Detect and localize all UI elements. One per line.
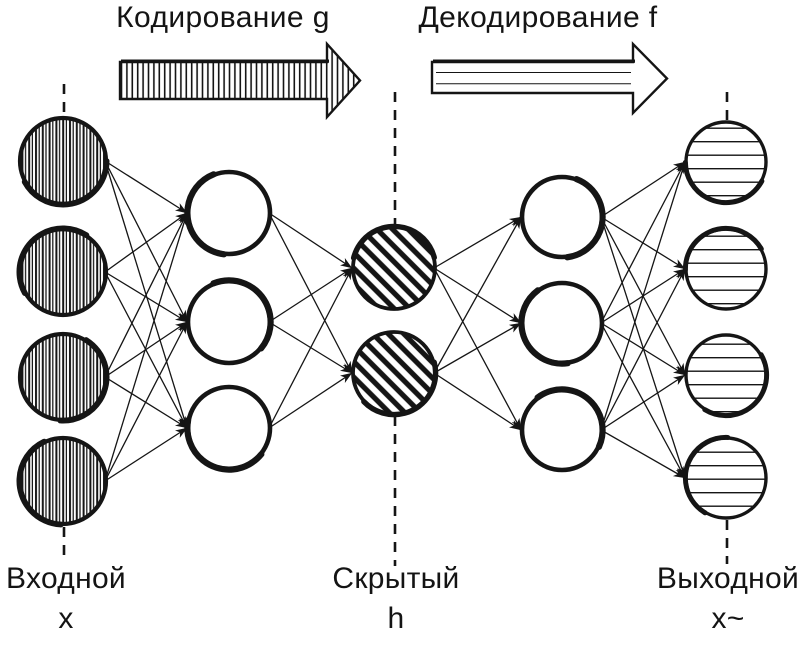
output-variable-label: x~ (711, 602, 745, 635)
edge-arrow (104, 212, 188, 378)
neuron-node-overdraw (518, 386, 606, 474)
neuron-node-overdraw (682, 225, 770, 313)
neuron-node-overdraw (184, 277, 274, 367)
encoder-hidden-layer (184, 168, 274, 473)
input-variable-label: x (58, 602, 74, 635)
edge-arrow (268, 267, 353, 429)
input-layer (16, 114, 110, 528)
output-layer (682, 118, 770, 522)
edge-arrow (104, 271, 188, 323)
edge-arrow (433, 267, 522, 431)
hidden-layer-label: Скрытый (332, 562, 460, 595)
edge-arrow (433, 322, 522, 374)
decode-label: Декодирование f (418, 1, 658, 34)
output-layer-label: Выходной (656, 562, 800, 595)
input-layer-label: Входной (6, 562, 126, 595)
edge-arrow (433, 216, 522, 269)
edge-arrow (268, 212, 353, 374)
edge-arrow (600, 161, 686, 324)
edge-arrow (600, 268, 686, 431)
edge-arrow (600, 161, 686, 218)
neuron-node-overdraw (16, 330, 110, 424)
encode-label: Кодирование g (116, 1, 330, 34)
decoder-hidden-layer (518, 173, 606, 474)
decode-arrow-icon (430, 41, 669, 116)
neuron-node-overdraw (518, 279, 606, 367)
edge-arrow (433, 372, 522, 431)
neuron-node-overdraw (16, 225, 110, 319)
neuron-node-overdraw (184, 168, 274, 258)
neuron-node-overdraw (349, 223, 439, 313)
edge-arrow (268, 372, 353, 429)
edge-arrow (104, 160, 188, 214)
neuron-node-overdraw (16, 434, 110, 528)
edge-arrow (104, 321, 188, 482)
connection-edges (104, 160, 686, 482)
edge-arrow (104, 212, 188, 482)
edge-arrow (104, 212, 188, 273)
encode-arrow-icon (118, 40, 362, 121)
neuron-node-overdraw (682, 118, 770, 206)
neuron-node-overdraw (349, 328, 439, 418)
edge-arrow (600, 429, 686, 479)
edge-arrow (268, 267, 353, 323)
neuron-node-overdraw (184, 383, 274, 473)
neuron-node-overdraw (682, 331, 770, 419)
hidden-variable-label: h (387, 602, 405, 635)
edge-arrow (104, 427, 188, 482)
dashed-guide-lines (62, 84, 729, 566)
bottleneck-layer (349, 223, 439, 418)
edge-arrow (600, 161, 686, 431)
neuron-node-overdraw (682, 434, 770, 522)
edge-arrow (600, 216, 686, 479)
edge-arrow (600, 374, 686, 431)
neuron-node-overdraw (16, 114, 110, 208)
edge-arrow (104, 160, 188, 323)
edge-arrow (104, 321, 188, 378)
edge-arrow (433, 216, 522, 374)
neuron-node-overdraw (518, 173, 606, 261)
edge-arrow (600, 322, 686, 479)
edge-arrow (268, 212, 353, 269)
